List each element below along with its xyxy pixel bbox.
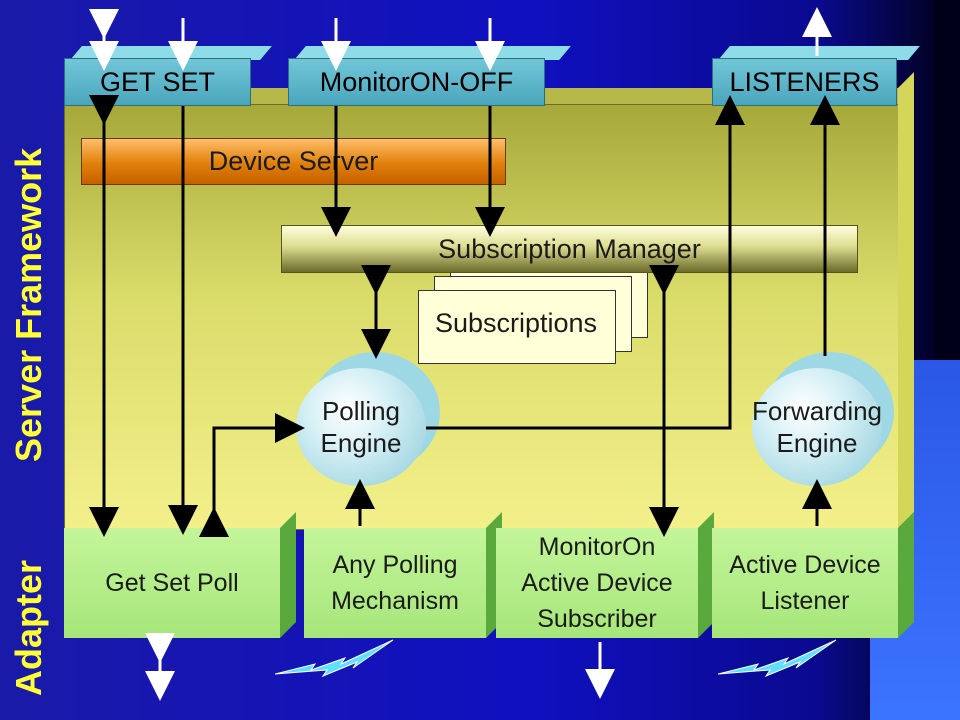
get-set-poll-to-polling-arrow — [199, 413, 305, 537]
lightning-bolt-right — [718, 639, 837, 678]
get-set-tab: GET SET — [64, 58, 251, 106]
adapter-active-device-listener: Active Device Listener — [712, 528, 898, 638]
polling-engine: Polling Engine — [296, 368, 426, 486]
adapter-3-line-3: Subscriber — [537, 605, 657, 633]
adapter-4-line-2: Listener — [760, 587, 850, 615]
polling-engine-line-2: Engine — [320, 428, 402, 458]
subscription-doc-front — [418, 290, 616, 364]
polling-to-listeners-arrow — [426, 95, 745, 430]
subscriptions-label: Subscriptions — [434, 308, 598, 338]
lightning-bolt-left — [275, 639, 394, 678]
adapter-3-line-2: Active Device — [521, 569, 673, 597]
adapter-monitor-on: MonitorOn Active Device Subscriber — [496, 528, 698, 638]
polling-engine-line-1: Polling — [321, 396, 401, 426]
forwarding-engine: Forwarding Engine — [752, 368, 882, 486]
forwarding-engine-line-1: Forwarding — [751, 396, 883, 426]
adapter-1-line-1: Get Set Poll — [105, 569, 239, 597]
adapter-2-line-2: Mechanism — [331, 587, 459, 615]
adapter-4-line-1: Active Device — [729, 551, 881, 579]
adapter-any-polling: Any Polling Mechanism — [304, 528, 486, 638]
adapter-get-set-poll: Get Set Poll — [64, 528, 280, 638]
adapter-2-line-1: Any Polling — [332, 551, 458, 579]
adapter-3-line-1: MonitorOn — [538, 533, 656, 561]
device-server-block: Device Server — [81, 138, 506, 185]
forwarding-engine-line-2: Engine — [776, 428, 858, 458]
